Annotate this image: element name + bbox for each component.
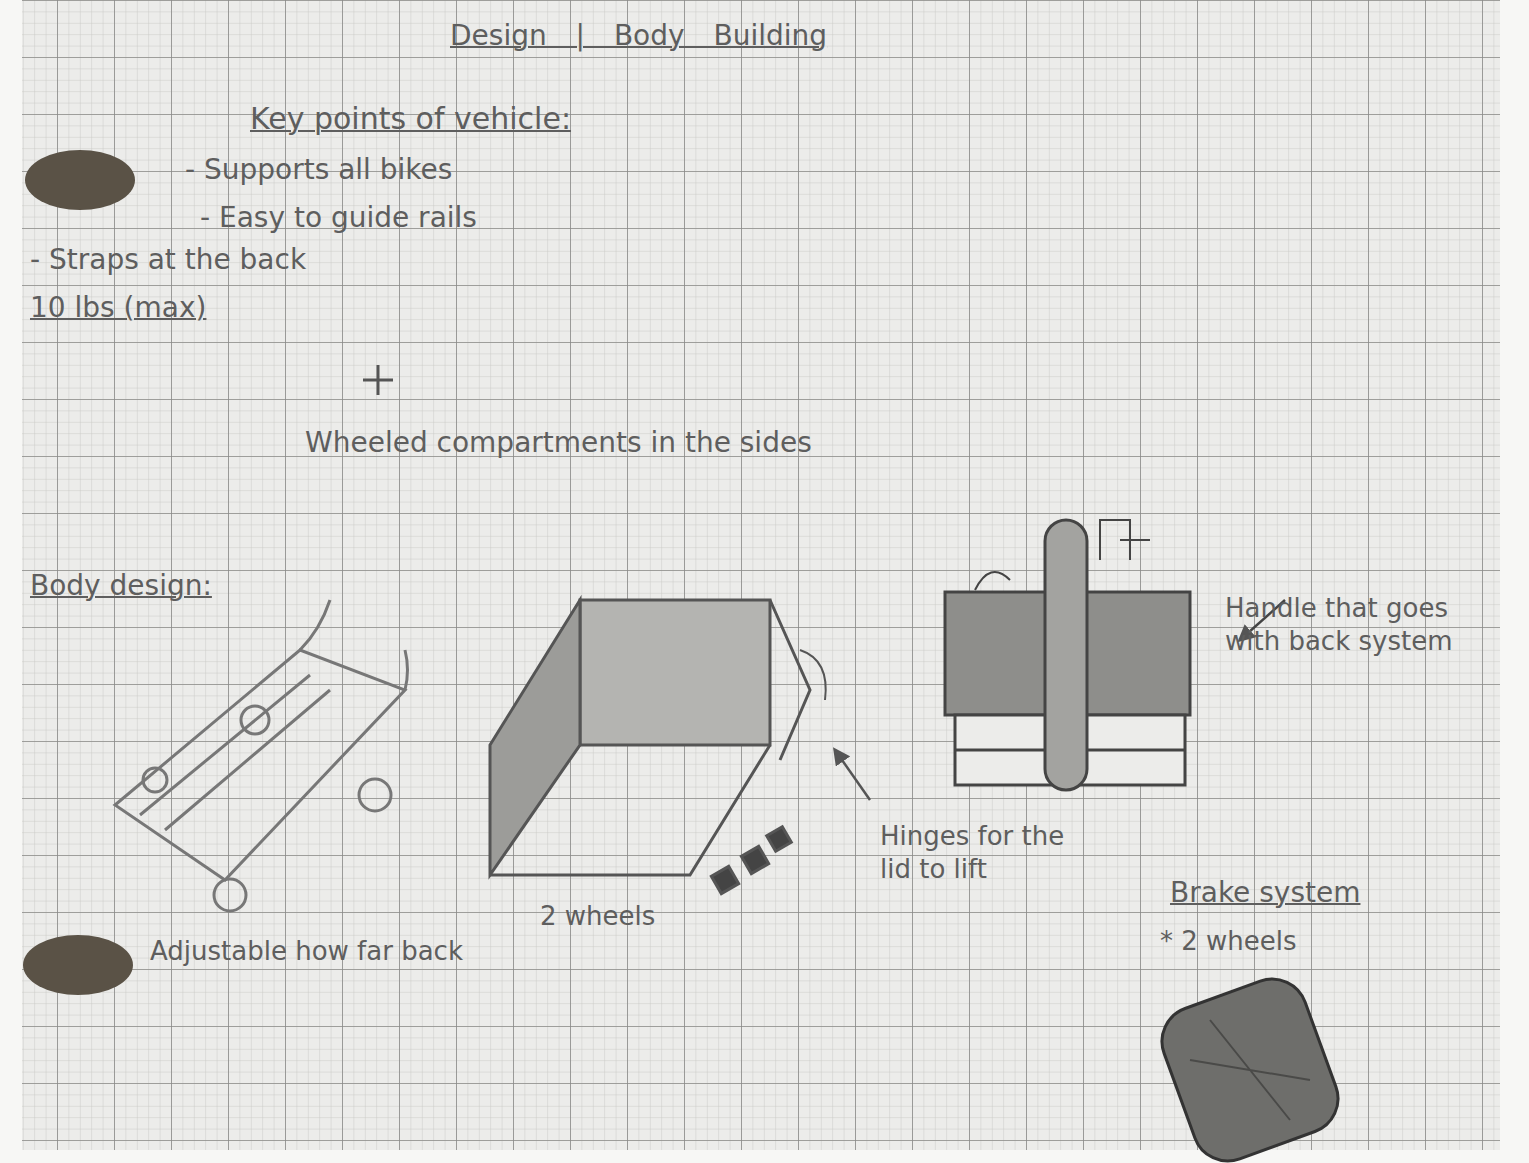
note-label: Brake system	[1170, 875, 1360, 910]
frame-sketch	[115, 600, 408, 911]
brake-sketch	[1152, 969, 1348, 1163]
note-label: Key points of vehicle:	[250, 100, 571, 138]
note-label: Hinges for the lid to lift	[880, 820, 1090, 885]
note-label: - Easy to guide rails	[200, 200, 477, 235]
note-label: Wheeled compartments in the sides	[305, 425, 812, 460]
note-label: 2 wheels	[540, 900, 655, 933]
plus-mark	[363, 365, 393, 395]
punch-hole	[23, 935, 133, 995]
page-title: Design | Body Building	[450, 18, 827, 53]
note-label: Body design:	[30, 568, 212, 603]
note-label: Handle that goes with back system	[1225, 592, 1495, 657]
note-label: 10 lbs (max)	[30, 290, 206, 325]
note-label: - Supports all bikes	[185, 152, 452, 187]
punch-hole	[25, 150, 135, 210]
note-label: * 2 wheels	[1160, 925, 1297, 958]
note-label: - Straps at the back	[30, 242, 306, 277]
note-label: Adjustable how far back	[150, 935, 463, 968]
box-sketch	[490, 600, 870, 894]
